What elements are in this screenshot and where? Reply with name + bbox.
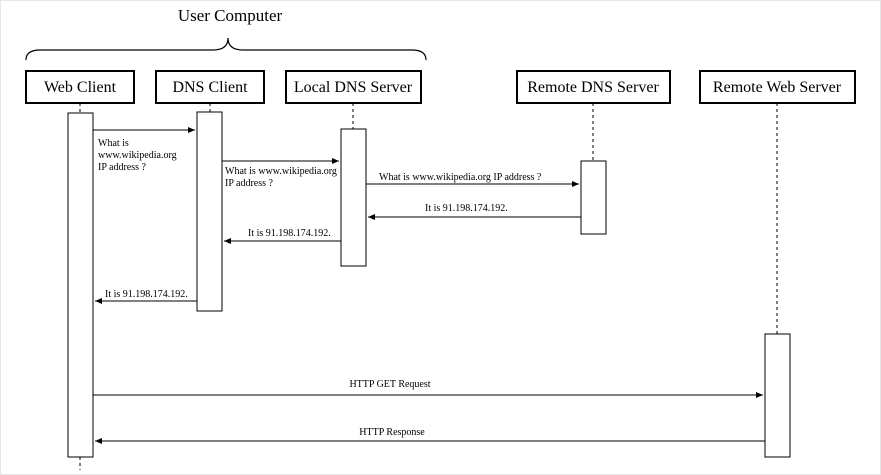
group-brace [25, 37, 427, 61]
message-query-local-dns: What is www.wikipedia.org IP address ? [222, 158, 339, 189]
message-reply-remote-dns: It is 91.198.174.192. [368, 203, 581, 220]
message-http-response: HTTP Response [95, 427, 765, 444]
activation-dns-client [196, 111, 223, 312]
actor-label: Local DNS Server [294, 79, 413, 96]
message-label: It is 91.198.174.192. [425, 203, 508, 214]
actor-local-dns-server: Local DNS Server [285, 70, 422, 104]
actor-box [516, 70, 671, 104]
actor-label: DNS Client [172, 79, 248, 96]
message-label: What is www.wikipedia.org IP address ? [98, 138, 179, 173]
message-label: It is 91.198.174.192. [105, 289, 188, 300]
actor-label: Remote Web Server [713, 79, 842, 96]
message-label: What is www.wikipedia.org IP address ? [379, 172, 542, 183]
activation-web-client [67, 112, 94, 458]
actor-web-client: Web Client [25, 70, 135, 104]
message-http-get-request: HTTP GET Request [93, 379, 763, 398]
activation-remote-dns-server [580, 160, 607, 235]
actor-dns-client: DNS Client [155, 70, 265, 104]
message-reply-dns-client: It is 91.198.174.192. [95, 289, 197, 304]
actor-label: Remote DNS Server [527, 79, 659, 96]
message-query-dns-client: What is www.wikipedia.org IP address ? [93, 127, 195, 173]
actor-remote-dns-server: Remote DNS Server [516, 70, 671, 104]
actor-label: Web Client [44, 79, 117, 96]
message-query-remote-dns: What is www.wikipedia.org IP address ? [366, 172, 579, 187]
group-label: User Computer [178, 6, 283, 25]
message-reply-local-dns: It is 91.198.174.192. [224, 228, 341, 244]
actor-box [285, 70, 422, 104]
message-label: HTTP Response [359, 427, 425, 438]
actor-remote-web-server: Remote Web Server [699, 70, 856, 104]
message-label: What is www.wikipedia.org IP address ? [225, 166, 339, 189]
message-label: It is 91.198.174.192. [248, 228, 331, 239]
activation-remote-web-server [764, 333, 791, 458]
activation-local-dns-server [340, 128, 367, 267]
message-label: HTTP GET Request [349, 379, 430, 390]
